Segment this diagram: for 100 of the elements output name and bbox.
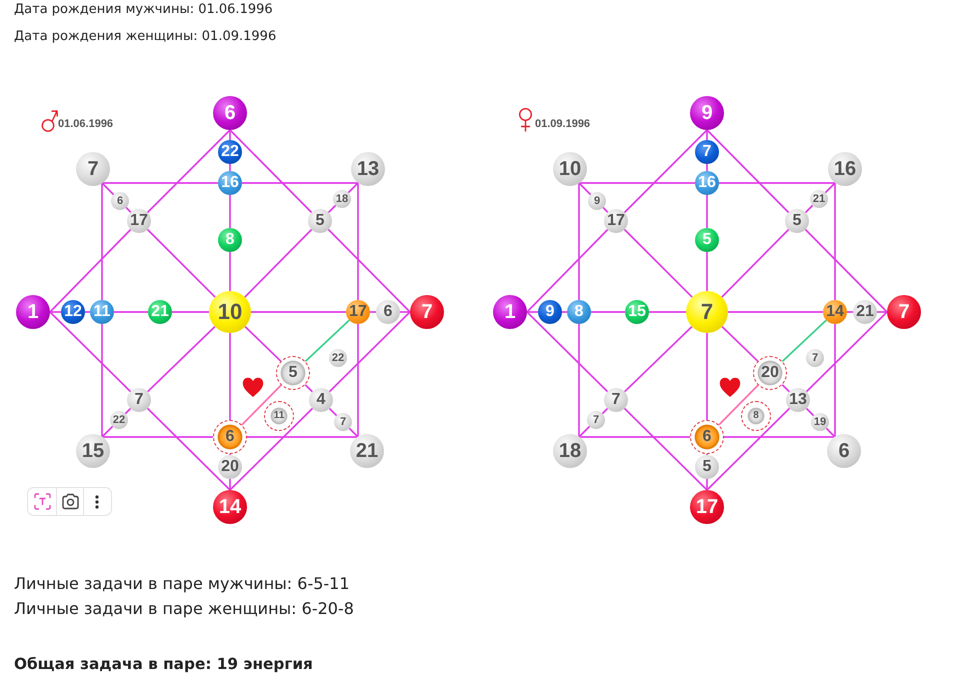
number-circle: 18	[333, 190, 351, 208]
number-circle: 8	[218, 228, 242, 252]
connector-line	[578, 182, 592, 196]
connector-line	[847, 311, 853, 313]
connector-line	[241, 384, 282, 426]
connector-line	[706, 454, 708, 455]
connector-line	[782, 384, 790, 392]
connector-line	[624, 408, 708, 491]
connector-line	[229, 164, 231, 171]
connector-line	[624, 129, 708, 214]
connector-line	[578, 426, 590, 438]
number-circle: 14	[823, 300, 847, 324]
connector-line	[602, 206, 608, 213]
connector-line	[247, 436, 358, 438]
connector-line	[49, 311, 132, 392]
connector-line	[706, 408, 790, 491]
connector-line	[146, 228, 216, 298]
connector-line	[706, 195, 708, 228]
connector-line	[328, 228, 411, 313]
number-circle: 6	[213, 96, 247, 130]
task-text: Личные задачи в паре женщины: 6-20-8	[14, 599, 354, 618]
number-circle: 21	[853, 300, 877, 324]
circled-number: 6	[690, 420, 724, 454]
circled-number: 20	[753, 356, 787, 390]
number-circle: 4	[309, 388, 333, 412]
connector-line	[229, 333, 231, 420]
connector-line	[229, 129, 312, 214]
task-text: Личные задачи в паре мужчины: 6-5-11	[14, 574, 350, 593]
number-circle: 13	[351, 152, 385, 186]
connector-line	[526, 229, 608, 313]
connector-line	[728, 311, 823, 313]
connector-line	[304, 384, 313, 392]
number-circle: 9	[690, 96, 724, 130]
birth-date-text: Дата рождения мужчины: 01.06.1996	[14, 2, 273, 18]
connector-line	[126, 206, 132, 213]
connector-line	[527, 311, 538, 313]
circled-number: 6	[213, 420, 247, 454]
number-circle: 22	[329, 349, 347, 367]
number-circle: 17	[690, 490, 724, 524]
connector-line	[579, 182, 695, 184]
number-circle: 7	[686, 291, 728, 333]
connector-line	[591, 311, 625, 313]
number-circle: 20	[218, 455, 242, 479]
connector-line	[147, 326, 216, 392]
number-circle: 5	[695, 455, 719, 479]
number-circle: 6	[111, 192, 129, 210]
connector-line	[578, 183, 580, 300]
number-circle: 10	[553, 152, 587, 186]
connector-line	[242, 182, 358, 184]
connector-line	[229, 408, 314, 491]
connector-line	[806, 311, 888, 392]
connector-line	[102, 182, 218, 184]
number-circle: 21	[148, 300, 172, 324]
number-circle: 16	[695, 171, 719, 195]
connector-line	[85, 311, 90, 313]
connector-line	[328, 204, 336, 214]
number-circle: 7	[887, 295, 921, 329]
connector-line	[804, 228, 888, 313]
connector-line	[101, 182, 114, 196]
connector-line	[101, 426, 114, 438]
connector-line	[826, 428, 836, 438]
connector-line	[706, 164, 708, 171]
number-circle: 5	[308, 209, 332, 233]
connector-line	[244, 326, 282, 362]
connector-line	[706, 130, 708, 140]
number-circle: 7	[806, 349, 824, 367]
connector-line	[328, 311, 411, 392]
connector-line	[244, 228, 312, 298]
connector-line	[49, 229, 132, 313]
connector-line	[834, 324, 836, 437]
connector-line	[251, 311, 346, 313]
connector-line	[578, 324, 580, 437]
connector-line	[370, 311, 376, 313]
number-circle: 7	[334, 413, 352, 431]
number-circle: 1	[493, 295, 527, 329]
connector-line	[357, 183, 359, 300]
connector-line	[229, 195, 231, 228]
number-circle: 19	[811, 413, 829, 431]
date-label: 01.09.1996	[535, 118, 590, 131]
number-circle: 21	[350, 434, 384, 468]
summary-text: Общая задача в паре: 19 энергия	[14, 655, 313, 673]
connector-line	[348, 428, 359, 438]
connector-line	[724, 436, 835, 438]
connector-line	[114, 311, 148, 313]
number-circle: 7	[76, 152, 110, 186]
connector-line	[804, 204, 814, 214]
number-circle: 5	[695, 228, 719, 252]
number-circle: 1	[16, 295, 50, 329]
number-circle: 18	[553, 434, 587, 468]
number-circle: 13	[786, 388, 810, 412]
number-circle: 9	[538, 300, 562, 324]
connector-line	[624, 228, 693, 298]
number-circle: 7	[604, 388, 628, 412]
circled-number: 11	[264, 401, 294, 431]
number-circle: 6	[376, 300, 400, 324]
connector-line	[624, 326, 692, 392]
connector-line	[782, 320, 827, 362]
connector-line	[229, 252, 231, 291]
number-circle: 14	[213, 490, 247, 524]
number-circle: 9	[588, 192, 606, 210]
